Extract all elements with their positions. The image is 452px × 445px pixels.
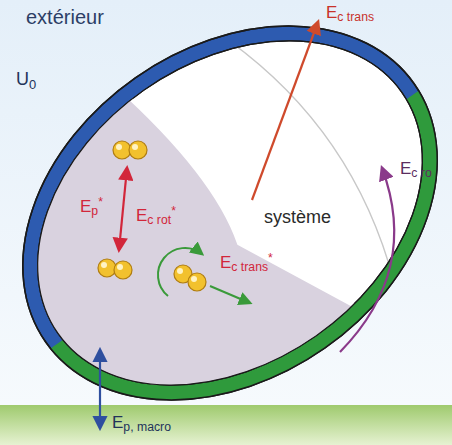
text-part: E bbox=[400, 159, 411, 178]
text-part: p, macro bbox=[123, 420, 171, 434]
region-label: système bbox=[264, 208, 331, 228]
height-arrow bbox=[99, 350, 101, 428]
panel-seam bbox=[116, 39, 377, 363]
text-part: 0 bbox=[29, 77, 36, 92]
energy-label: Ep* bbox=[80, 196, 103, 218]
grass-ground bbox=[0, 405, 452, 445]
energy-label: Ep, macro bbox=[112, 414, 171, 435]
text-part: E bbox=[326, 3, 337, 22]
text-part: c trans bbox=[337, 10, 374, 24]
text-part: E bbox=[112, 413, 123, 432]
potential-arrow bbox=[119, 168, 127, 250]
energy-label: Ec ro bbox=[400, 160, 432, 181]
energy-label: Ec trans bbox=[326, 4, 374, 25]
panel-seam bbox=[222, 20, 417, 282]
text-part: c rot bbox=[147, 213, 171, 227]
rotation-arrow bbox=[158, 248, 202, 296]
energy-label: Ec trans* bbox=[220, 252, 273, 274]
molecule bbox=[98, 259, 132, 279]
text-part: c trans bbox=[231, 260, 268, 274]
region-label: extérieur bbox=[26, 6, 104, 28]
rotation-arrow bbox=[340, 168, 394, 352]
molecule bbox=[174, 265, 206, 291]
text-part: U bbox=[16, 69, 29, 89]
text-part: E bbox=[220, 253, 231, 272]
molecule bbox=[113, 141, 147, 159]
text-part: p bbox=[91, 204, 98, 218]
translation-arrow bbox=[210, 286, 250, 303]
text-part: c ro bbox=[411, 166, 431, 180]
text-part: * bbox=[268, 251, 273, 265]
energy-label: U0 bbox=[16, 70, 36, 92]
energy-label: Ec rot* bbox=[136, 205, 176, 227]
translation-arrow bbox=[252, 22, 318, 200]
text-part: * bbox=[171, 204, 176, 218]
text-part: E bbox=[80, 197, 91, 216]
text-part: * bbox=[98, 195, 103, 209]
text-part: E bbox=[136, 206, 147, 225]
